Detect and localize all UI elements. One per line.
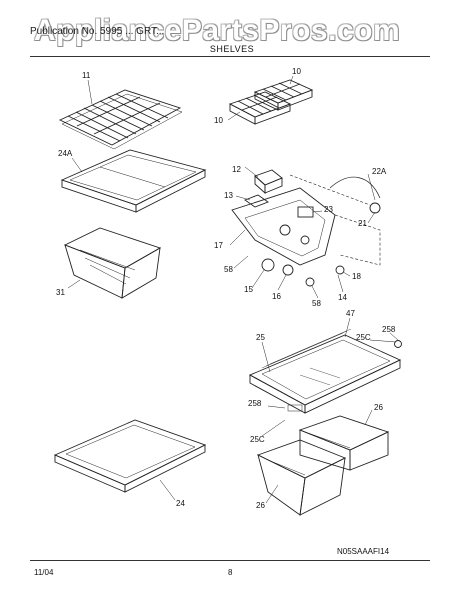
- callout-26-upper: 26: [374, 403, 383, 412]
- drawing-code: N05SAAAFI14: [337, 547, 390, 556]
- crisper-drawer: [63, 227, 162, 299]
- callout-13: 13: [224, 191, 233, 200]
- callout-47: 47: [346, 309, 355, 318]
- parts-diagram: 11 10 10 24A 12 22A 13 23 21 17 31 58 18…: [53, 67, 402, 516]
- footer-date: 11/04: [34, 568, 54, 577]
- callout-25c-upper: 25C: [356, 333, 371, 342]
- callout-21: 21: [358, 219, 367, 228]
- drawer-26-upper: [298, 415, 390, 471]
- callout-12: 12: [232, 165, 241, 174]
- callout-31: 31: [56, 288, 65, 297]
- callout-17: 17: [214, 241, 223, 250]
- callout-26-lower: 26: [256, 501, 265, 510]
- wire-shelf: [58, 89, 183, 150]
- leader-lines: [67, 75, 399, 504]
- callout-24: 24: [176, 499, 185, 508]
- ice-maker-assembly: [231, 169, 381, 287]
- callout-22a: 22A: [372, 167, 387, 176]
- watermark: AppliancePartsPros.com: [34, 14, 401, 47]
- callout-10-upper: 10: [292, 67, 301, 76]
- header-rule: [30, 56, 430, 57]
- callout-16: 16: [272, 292, 281, 301]
- callout-58-right: 58: [312, 299, 321, 308]
- callout-23: 23: [324, 205, 333, 214]
- drawer-26-lower: [256, 439, 347, 516]
- ice-tray-lower: [228, 91, 292, 125]
- ice-tray-upper: [253, 79, 314, 111]
- glass-shelf-24a: [60, 149, 207, 213]
- callout-58-left: 58: [224, 265, 233, 274]
- section-title: SHELVES: [209, 44, 255, 54]
- callout-25c-lower: 25C: [250, 435, 265, 444]
- callout-11: 11: [82, 71, 91, 80]
- callout-14: 14: [338, 293, 347, 302]
- callout-258-lower: 258: [248, 399, 262, 408]
- callout-25: 25: [256, 333, 265, 342]
- callout-18: 18: [352, 272, 361, 281]
- callout-10-lower: 10: [214, 116, 223, 125]
- callout-15: 15: [244, 285, 253, 294]
- callout-24a: 24A: [58, 149, 73, 158]
- footer-rule: [30, 560, 430, 561]
- callout-258-upper: 258: [382, 325, 396, 334]
- callouts: 11 10 10 24A 12 22A 13 23 21 17 31 58 18…: [56, 67, 396, 510]
- glass-shelf-24: [53, 419, 207, 493]
- publication-header: Publication No. 5995 ... GRT...: [30, 26, 165, 37]
- shelf-frame-25: [248, 328, 402, 414]
- page-number: 8: [228, 568, 233, 577]
